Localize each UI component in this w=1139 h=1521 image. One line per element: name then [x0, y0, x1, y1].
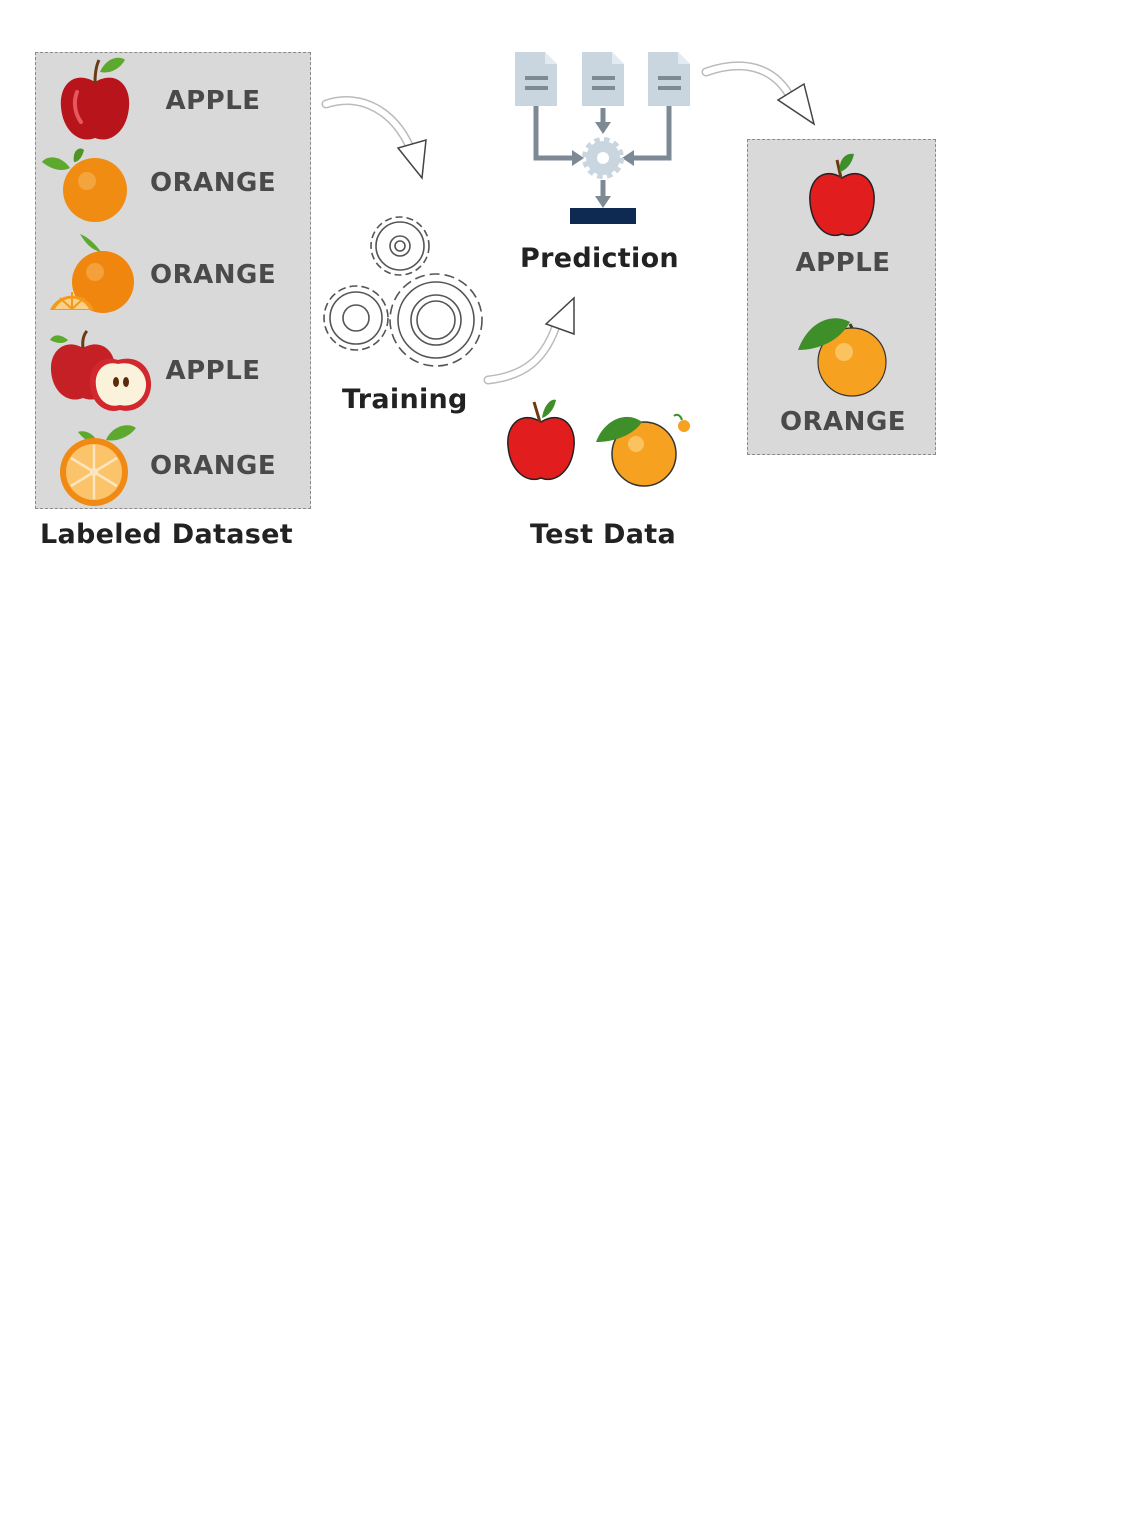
arrow-to-results-icon — [701, 61, 816, 126]
orange-half-icon — [60, 425, 136, 506]
orange-icon — [42, 148, 127, 222]
result-label-1: APPLE — [795, 248, 891, 278]
apple-half-icon — [50, 329, 152, 411]
result-orange-icon — [798, 318, 887, 397]
dataset-label-3: ORANGE — [150, 260, 277, 290]
apple-icon — [60, 57, 130, 140]
result-apple-icon — [809, 153, 875, 237]
documents-merge-gear-icon — [515, 52, 690, 224]
arrow-to-training-icon — [321, 96, 427, 180]
arrow-to-prediction-icon — [483, 296, 575, 385]
dataset-label-5: ORANGE — [150, 451, 277, 481]
dataset-label-4: APPLE — [165, 356, 261, 386]
training-title: Training — [342, 384, 468, 415]
labeled-dataset-title: Labeled Dataset — [40, 519, 293, 550]
test-data-title: Test Data — [530, 519, 676, 550]
result-label-2: ORANGE — [779, 407, 907, 437]
gears-icon — [323, 216, 483, 367]
test-apple-icon — [507, 399, 575, 481]
orange-slice-icon — [50, 234, 134, 313]
test-orange-icon — [596, 413, 690, 487]
dataset-label-1: APPLE — [165, 86, 261, 116]
prediction-title: Prediction — [520, 243, 679, 274]
dataset-label-2: ORANGE — [150, 168, 277, 198]
